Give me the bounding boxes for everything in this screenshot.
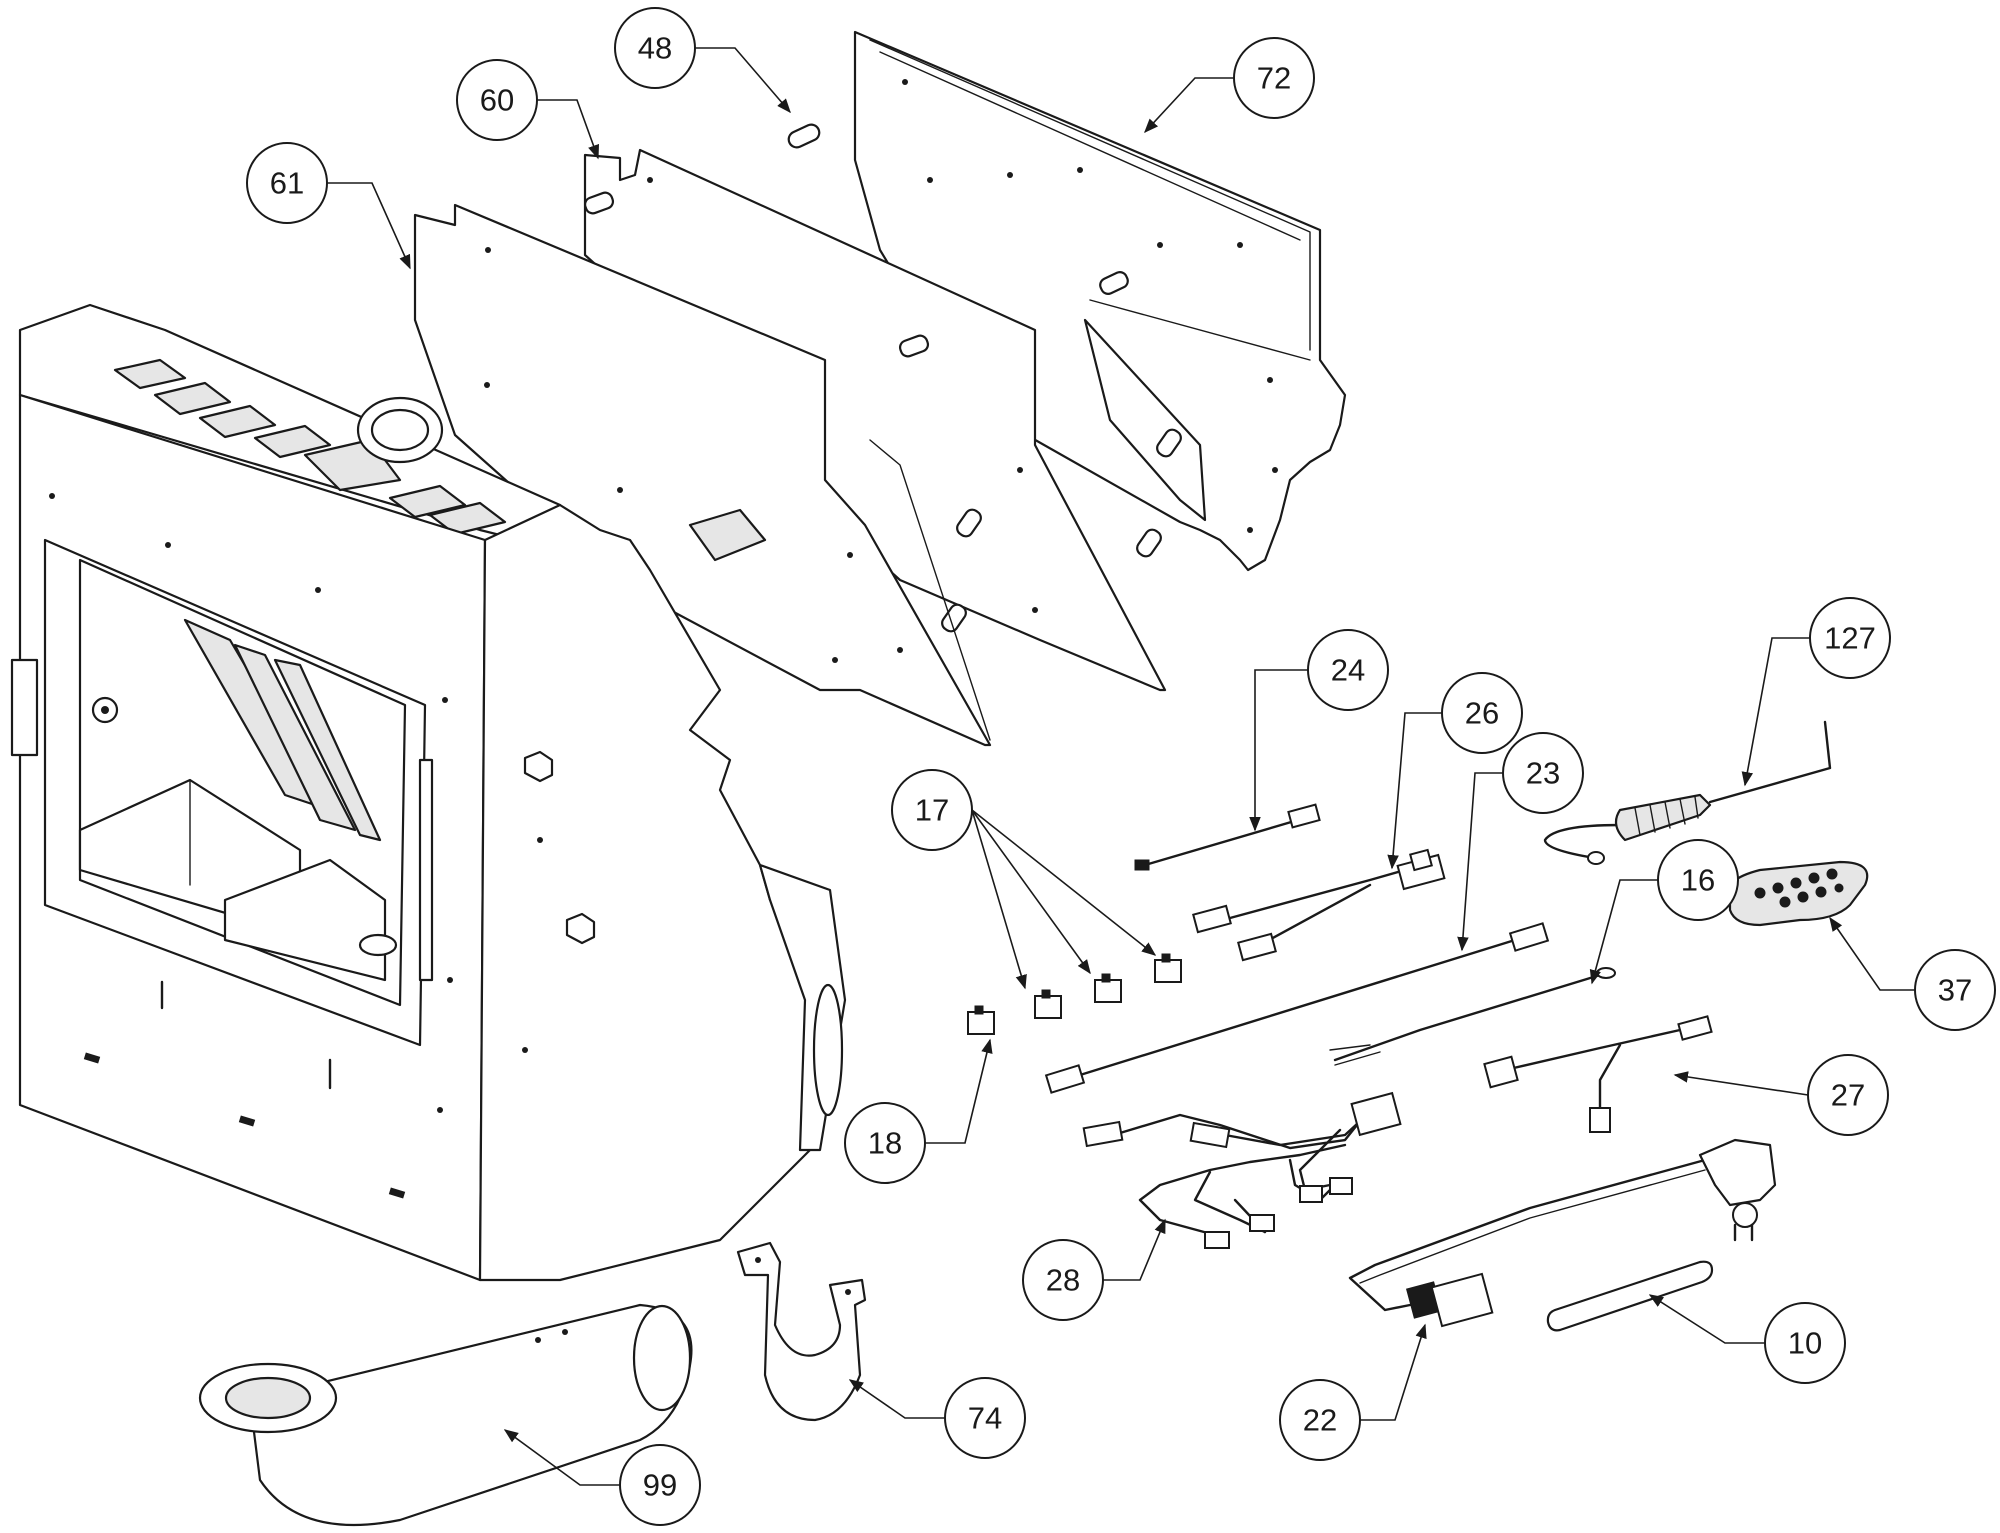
part-22-power-cord xyxy=(1348,1138,1777,1328)
firebox-housing xyxy=(10,303,847,1282)
callout-label: 22 xyxy=(1303,1403,1337,1438)
spacer-pin xyxy=(583,191,615,215)
top-vent-openings xyxy=(113,358,507,536)
callout-10[interactable]: 10 xyxy=(1764,1302,1846,1384)
callout-23[interactable]: 23 xyxy=(1502,732,1584,814)
strain-relief-spring xyxy=(1614,793,1712,842)
callout-26[interactable]: 26 xyxy=(1441,672,1523,754)
callout-label: 28 xyxy=(1046,1263,1080,1298)
callout-17[interactable]: 17 xyxy=(891,769,973,851)
firebox-opening xyxy=(43,538,427,1047)
callout-label: 61 xyxy=(270,166,304,201)
callout-72[interactable]: 72 xyxy=(1233,37,1315,119)
callout-label: 72 xyxy=(1257,61,1291,96)
callout-18[interactable]: 18 xyxy=(844,1102,926,1184)
part-18-terminal-connector xyxy=(967,1005,995,1035)
callout-label: 27 xyxy=(1831,1078,1865,1113)
callout-99[interactable]: 99 xyxy=(619,1444,701,1526)
callout-label: 16 xyxy=(1681,863,1715,898)
part-74-bracket xyxy=(736,1241,867,1422)
hex-nut xyxy=(523,750,554,783)
callout-label: 74 xyxy=(968,1401,1002,1436)
part-17-terminal-connectors xyxy=(1034,953,1182,1019)
callout-label: 48 xyxy=(638,31,672,66)
part-27-sensor-cable xyxy=(1483,1015,1713,1133)
spacer-pin xyxy=(1136,528,1162,558)
part-60-middle-panel xyxy=(583,148,1167,692)
callout-label: 18 xyxy=(868,1126,902,1161)
part-24-cable xyxy=(1134,803,1321,871)
part-48-pin xyxy=(787,123,821,149)
callout-60[interactable]: 60 xyxy=(456,59,538,141)
callout-label: 17 xyxy=(915,793,949,828)
callout-label: 24 xyxy=(1331,653,1365,688)
callout-74[interactable]: 74 xyxy=(944,1377,1026,1459)
part-26-splitter-cable xyxy=(1192,848,1446,962)
part-10-rod xyxy=(1546,1260,1714,1332)
callout-16[interactable]: 16 xyxy=(1657,839,1739,921)
part-72-rear-panel xyxy=(853,30,1347,572)
leader-lines xyxy=(327,47,1915,1486)
callout-27[interactable]: 27 xyxy=(1807,1054,1889,1136)
callout-24[interactable]: 24 xyxy=(1307,629,1389,711)
spacer-pin xyxy=(956,508,982,538)
callout-label: 23 xyxy=(1526,756,1560,791)
part-23-long-cable xyxy=(1044,922,1550,1094)
spacer-pin xyxy=(898,334,930,358)
part-16-sensor xyxy=(1329,967,1616,1066)
spacer-pin xyxy=(1156,428,1182,458)
callout-label: 127 xyxy=(1824,621,1876,656)
spacer-pin xyxy=(1099,271,1129,295)
part-61-front-panel xyxy=(413,203,992,747)
part-127-probe xyxy=(1543,720,1832,865)
callout-127[interactable]: 127 xyxy=(1809,597,1891,679)
flue-collar xyxy=(356,396,444,464)
callout-label: 37 xyxy=(1938,973,1972,1008)
callout-label: 99 xyxy=(643,1468,677,1503)
callout-37[interactable]: 37 xyxy=(1914,949,1996,1031)
hex-nut xyxy=(565,912,596,945)
callout-28[interactable]: 28 xyxy=(1022,1239,1104,1321)
spacer-pin xyxy=(941,603,967,633)
callout-label: 26 xyxy=(1465,696,1499,731)
callout-61[interactable]: 61 xyxy=(246,142,328,224)
part-28-wiring-harness xyxy=(1082,1091,1402,1249)
callout-22[interactable]: 22 xyxy=(1279,1379,1361,1461)
callout-label: 10 xyxy=(1788,1326,1822,1361)
part-37-remote-control xyxy=(1727,860,1869,927)
callout-48[interactable]: 48 xyxy=(614,7,696,89)
part-99-outlet-duct xyxy=(198,1303,693,1527)
callout-label: 60 xyxy=(480,83,514,118)
